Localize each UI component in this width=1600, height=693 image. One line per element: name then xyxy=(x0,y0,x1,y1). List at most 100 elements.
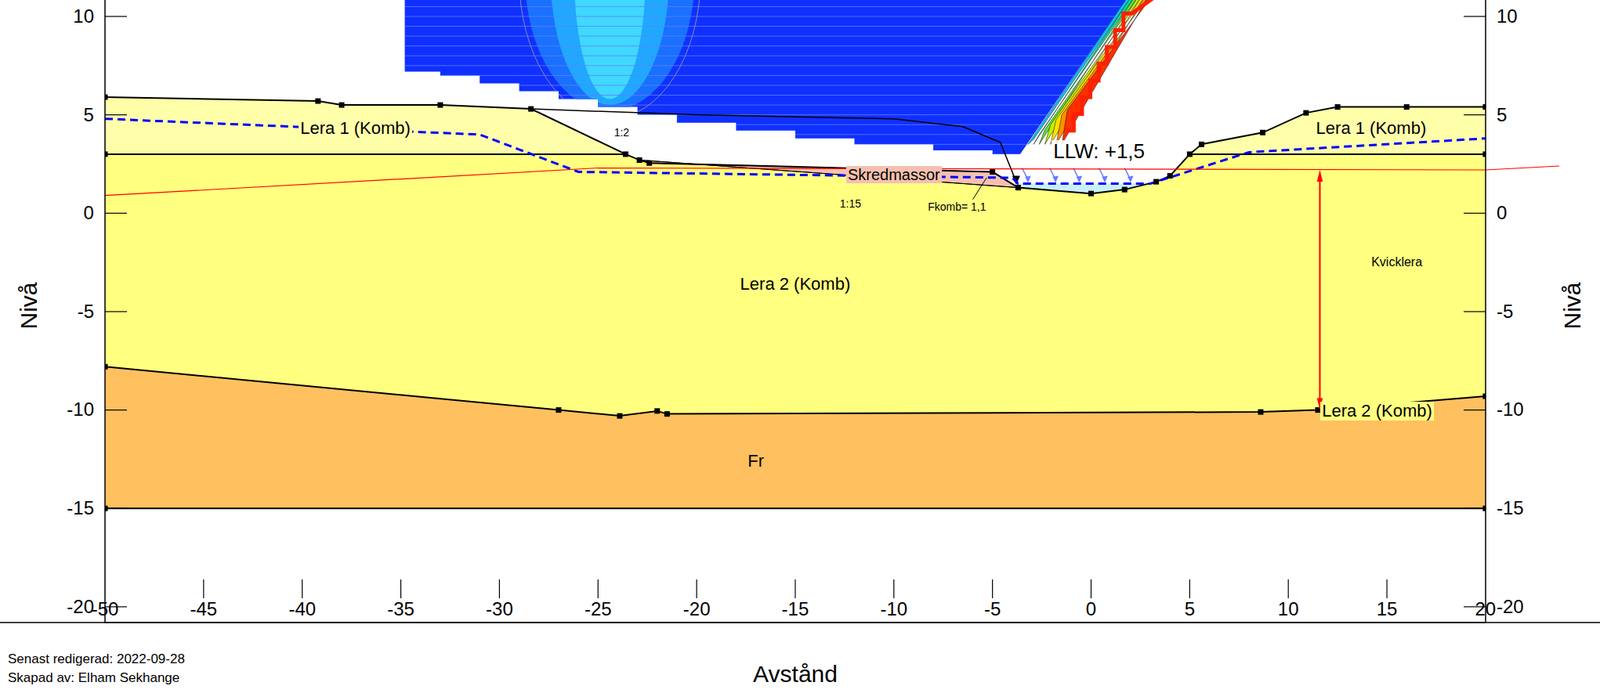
section-label: 1:15 xyxy=(838,198,863,210)
section-label: Fr xyxy=(745,452,766,471)
grid-line xyxy=(380,114,1151,116)
tick xyxy=(104,508,127,510)
tick xyxy=(1189,579,1191,599)
axis-value: -10 xyxy=(879,599,910,620)
tick xyxy=(104,213,127,214)
contour-inner xyxy=(574,0,646,100)
axis-value: 10 xyxy=(1495,6,1520,27)
section-label: LLW: +1,5 xyxy=(1051,140,1147,163)
water-arrowhead xyxy=(1101,176,1108,184)
point-marker xyxy=(637,157,643,163)
lera2-layer xyxy=(104,154,1486,509)
grid-line xyxy=(380,36,1151,37)
tick xyxy=(1463,114,1486,116)
axis-value: -15 xyxy=(1495,498,1526,519)
axis-value: -15 xyxy=(65,498,96,519)
axis-value: -30 xyxy=(484,599,515,620)
axis-value: -40 xyxy=(286,599,318,620)
footer-note: Senast redigerad: 2022-09-28 xyxy=(6,652,187,668)
axis-value: -5 xyxy=(76,301,96,323)
lera1-layer xyxy=(104,97,1486,509)
axis-value: -20 xyxy=(65,597,96,618)
section-label: Skredmassor xyxy=(846,166,942,184)
tick xyxy=(1288,579,1289,599)
axis-value: -5 xyxy=(1495,301,1515,323)
point-marker xyxy=(646,160,652,167)
tick xyxy=(1463,15,1486,17)
axis-value: 20 xyxy=(1473,599,1499,620)
layer-boundary xyxy=(104,153,626,156)
contour-mid xyxy=(550,0,670,105)
fr-layer xyxy=(104,366,1486,509)
axis-title: Avstånd xyxy=(751,661,840,688)
dimension-arrow xyxy=(1318,176,1321,406)
axis-value: -35 xyxy=(385,599,417,620)
tick xyxy=(794,579,796,599)
leader-line xyxy=(973,177,988,200)
axis-value: 5 xyxy=(1183,599,1197,620)
grid-line xyxy=(380,65,1151,66)
soil-layers xyxy=(104,0,1486,512)
section-label: Kvicklera xyxy=(1369,255,1424,270)
axis-value: -50 xyxy=(90,599,121,620)
slope-line xyxy=(639,159,1018,188)
tick xyxy=(1463,213,1486,214)
grid-lines xyxy=(380,0,1151,155)
point-marker xyxy=(1167,173,1173,179)
plot-frame xyxy=(104,0,1486,623)
point-marker xyxy=(989,169,996,175)
slip-surface xyxy=(531,108,1017,182)
point-marker xyxy=(1303,110,1309,116)
red-stairs xyxy=(1065,0,1153,131)
section-label: Lera 1 (Komb) xyxy=(298,119,413,138)
point-marker xyxy=(1088,191,1094,197)
tick xyxy=(1463,508,1486,510)
tick xyxy=(893,579,895,599)
water-arrowhead xyxy=(1052,176,1059,184)
water-arrowhead xyxy=(1024,176,1032,184)
axis-value: -25 xyxy=(582,599,614,620)
tick xyxy=(1090,579,1092,599)
axis-value: 0 xyxy=(1084,599,1098,620)
point-marker xyxy=(1198,141,1205,148)
grid-line xyxy=(380,144,1151,145)
section-label: Lera 2 (Komb) xyxy=(738,275,853,294)
axis-value: -5 xyxy=(982,599,1003,620)
axis-value: -45 xyxy=(188,599,220,620)
water-arrowhead xyxy=(1127,176,1134,184)
axis-value: 15 xyxy=(1375,599,1400,620)
point-marker xyxy=(654,408,660,414)
axis-value: 10 xyxy=(1276,599,1301,620)
tick xyxy=(1463,409,1486,411)
point-marker xyxy=(1015,184,1021,191)
point-marker xyxy=(622,151,629,157)
point-marker xyxy=(1187,151,1193,157)
point-marker xyxy=(1122,187,1128,193)
axis-value: -10 xyxy=(1495,399,1526,420)
section-label: 1:2 xyxy=(612,126,631,139)
ground-surface xyxy=(104,97,1486,194)
point-marker xyxy=(1153,179,1159,185)
grid-line xyxy=(380,84,1151,86)
tick xyxy=(991,579,993,599)
axis-value: -10 xyxy=(65,399,96,420)
grid-area xyxy=(405,0,1127,155)
section-label: Fkomb= 1,1 xyxy=(926,201,988,214)
grid-line xyxy=(380,45,1151,47)
skredmassor-layer xyxy=(639,159,1018,188)
grid-line xyxy=(380,124,1151,126)
point-marker xyxy=(339,102,345,109)
tick xyxy=(202,579,204,599)
axis-value: -15 xyxy=(780,599,811,620)
tick xyxy=(104,409,127,411)
slip-arc xyxy=(519,0,702,120)
axis-value: 0 xyxy=(82,202,96,224)
point-marker xyxy=(1259,130,1266,136)
point-marker xyxy=(555,407,562,413)
layer-boundary xyxy=(1189,153,1486,156)
point-marker xyxy=(437,102,443,109)
footer-note: Skapad av: Elham Sekhange xyxy=(6,671,181,687)
arrowhead xyxy=(1317,170,1324,182)
axis-value: -20 xyxy=(1495,597,1526,618)
